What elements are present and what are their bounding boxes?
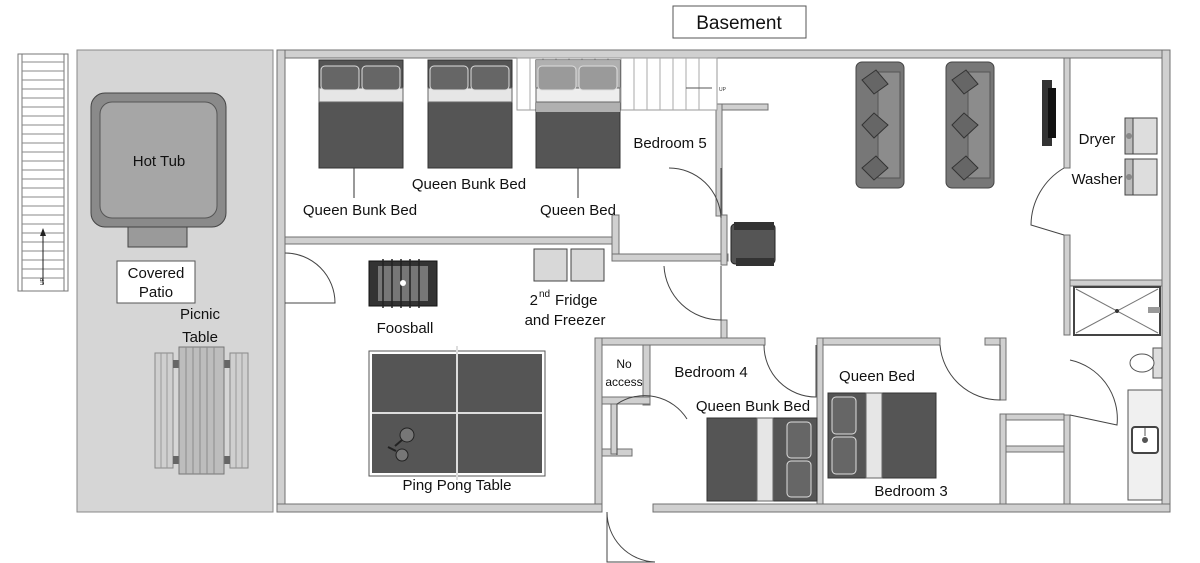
fridge-label-word: Fridge [555,292,598,309]
washer-label: Washer [1071,171,1122,188]
queen-bunk-bed-middle [427,59,513,169]
queen-bunk-bed-bedroom4-label: Queen Bunk Bed [696,398,810,415]
tv-icon [1042,80,1056,146]
dryer-label: Dryer [1079,131,1116,148]
ping-pong-label: Ping Pong Table [403,477,512,494]
foosball-table [368,259,438,308]
washer [1124,158,1158,196]
page-title: Basement [696,13,782,34]
patio-stairs: UP [17,53,69,292]
queen-bunk-bed-middle-label: Queen Bunk Bed [412,176,526,193]
bedroom5-label: Bedroom 5 [633,135,706,152]
queen-bunk-bed-bedroom4 [706,417,818,502]
ping-pong-table [368,346,546,480]
bedroom4-label: Bedroom 4 [674,364,747,381]
covered-patio-label-box [116,260,196,304]
fridge-freezer [533,248,605,282]
queen-bed-bedroom5 [535,59,621,198]
sofa-right [945,61,995,189]
picnic-table-label-line2: Table [182,329,218,346]
queen-bed-bedroom3-label: Queen Bed [839,368,915,385]
queen-bunk-bed-left-label: Queen Bunk Bed [303,202,417,219]
no-access-label-line2: access [605,375,642,389]
armchair [730,222,776,266]
covered-patio-label-line1: Covered [128,265,185,282]
patio-stairs-up-label: UP [40,277,46,285]
covered-patio-label-line2: Patio [139,284,173,301]
fridge-label-superscript: nd [539,289,550,300]
foosball-label: Foosball [377,320,434,337]
hot-tub-label: Hot Tub [133,153,186,170]
queen-bunk-bed-left [318,59,404,198]
dryer [1124,117,1158,155]
hot-tub: Hot Tub [90,92,227,248]
vanity-sink [1127,389,1163,501]
fridge-label-number: 2 [530,292,538,309]
no-access-label-line1: No [616,357,632,371]
fridge-label-line2: and Freezer [525,312,606,329]
bedroom3-label: Bedroom 3 [874,483,947,500]
toilet [1129,347,1163,379]
queen-bed-bedroom5-label: Queen Bed [540,202,616,219]
shower [1073,286,1161,336]
picnic-table-label-line1: Picnic [180,306,221,323]
queen-bed-bedroom3 [827,392,937,479]
interior-walls [284,57,1163,505]
sofa-left [855,61,905,189]
picnic-table [154,346,249,475]
stairs-up-label: UP [719,87,727,93]
doors [284,167,1118,563]
title-box [672,5,807,39]
